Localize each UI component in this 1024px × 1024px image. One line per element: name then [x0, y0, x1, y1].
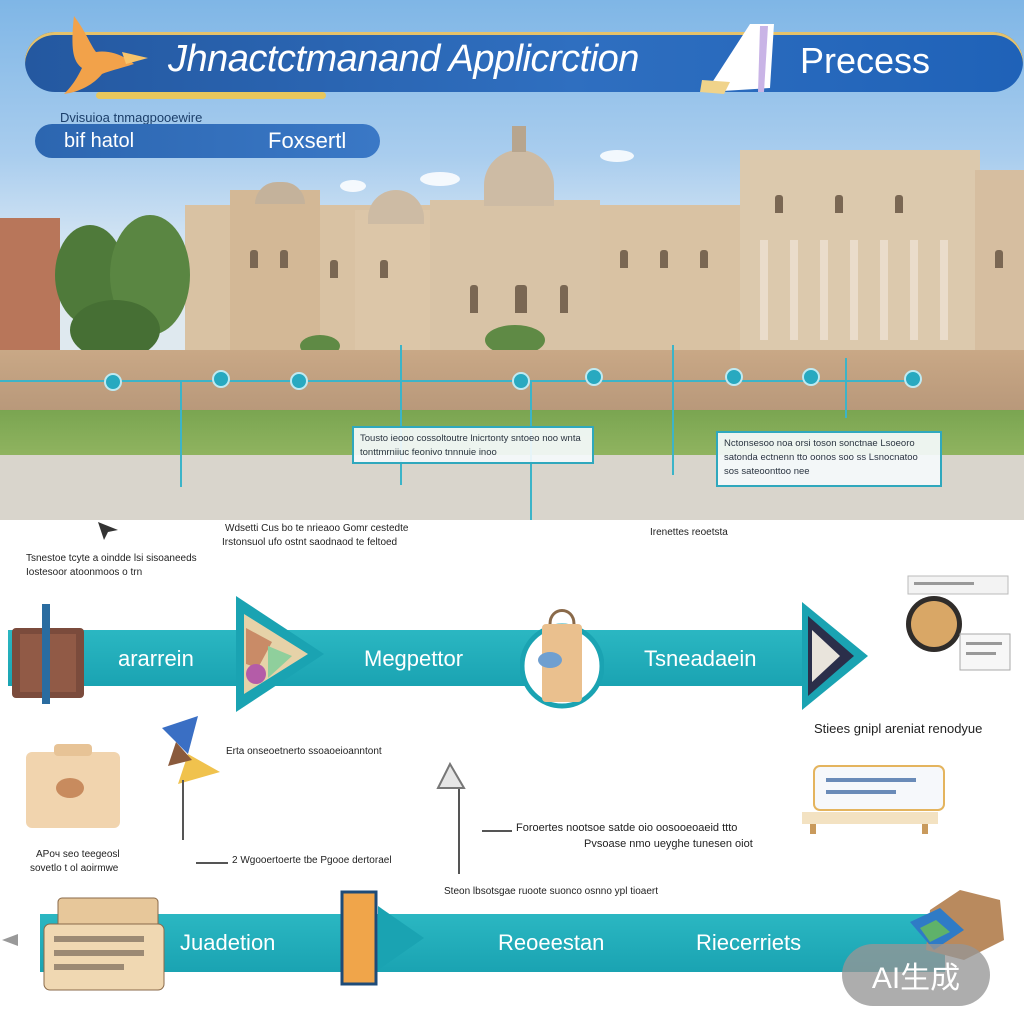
- photo-note-left: Tousto ieooo cossoltoutre lnicrtonty snt…: [352, 426, 594, 464]
- middle-label-top: Erta onseoetnerto ssoaoeioanntont: [226, 746, 382, 757]
- process-step-1: ararrein: [118, 646, 194, 671]
- middle-label-bottom: 2 Wgooertoerte tbe Pgooe dertorael: [232, 855, 392, 866]
- marker-node: [512, 372, 530, 390]
- overlay-line: [672, 345, 674, 475]
- marker-node: [904, 370, 922, 388]
- overlay-line: [400, 345, 402, 485]
- marker-node: [585, 368, 603, 386]
- window: [280, 250, 288, 268]
- process-band-top: [8, 630, 808, 686]
- marker-node: [104, 373, 122, 391]
- cloud: [420, 172, 460, 186]
- middle-left-caption-2: sovetlo t ol aoirmwe: [30, 863, 119, 874]
- column: [790, 240, 798, 340]
- process-step-3: Tsneadaein: [644, 646, 757, 671]
- flow-line: [182, 780, 184, 840]
- marker-node: [802, 368, 820, 386]
- window: [515, 285, 527, 313]
- flow-arrow-icon: [436, 761, 466, 789]
- process-step-2: Megpettor: [364, 646, 464, 671]
- middle-label-lower: Steon lbsotsgae ruoote suonco osnno ypl …: [444, 886, 659, 897]
- photo-note-right: Nctonsesoo noa orsi toson sonctnae Lsoeo…: [716, 431, 942, 487]
- chevron-palette-icon: [236, 596, 324, 712]
- middle-label-center: Foroertes nootsoe satde oio oosooeoaeid …: [516, 822, 738, 834]
- main-dome: [484, 150, 554, 206]
- column: [850, 240, 858, 340]
- form-screen-icon: [802, 765, 945, 834]
- marker-node: [725, 368, 743, 386]
- window: [995, 250, 1003, 268]
- caption-left: Tsnestoe tcyte a oindde lsi sisoaneeds: [26, 553, 197, 564]
- column: [760, 240, 768, 340]
- column: [910, 240, 918, 340]
- flow-line: [196, 862, 228, 864]
- map-stack-icon: [910, 890, 1004, 960]
- middle-label-center-2: Pvsoase nmo ueyghe tunesen oiot: [584, 838, 753, 850]
- subheader-caption: Dvisuioa tnmagpooewire: [60, 110, 203, 125]
- overlay-line: [0, 380, 920, 382]
- window: [470, 285, 478, 313]
- title-banner: [25, 32, 1023, 92]
- caption-middle: Wdsetti Cus bo te nrieaoo Gomr cestedte: [225, 523, 409, 534]
- process-band-bottom: [40, 914, 945, 972]
- flow-line: [458, 784, 460, 874]
- paper-flag-icon: [700, 24, 774, 94]
- bird-logo-icon: [64, 16, 148, 94]
- left-arrow-icon: [2, 934, 18, 946]
- flow-line: [482, 830, 512, 832]
- window: [700, 250, 708, 268]
- process-step-5: Reoeestan: [498, 930, 605, 955]
- caption-left-2: Iostesoor atoonmoos o trn: [26, 567, 143, 578]
- pointer-arrow-icon: [98, 522, 118, 540]
- origami-bird-icon: [162, 716, 220, 784]
- marker-node: [290, 372, 308, 390]
- tower-dome: [255, 182, 305, 204]
- overlay-line: [180, 382, 182, 487]
- subheader-left-label: bif hatol: [64, 130, 135, 152]
- process-step-4: Juadetion: [180, 930, 276, 955]
- column: [880, 240, 888, 340]
- gate-chevron-icon: [340, 890, 424, 986]
- marker-node: [212, 370, 230, 388]
- process-step-6: Riecerriets: [696, 930, 802, 955]
- suitcase-icon: [12, 604, 84, 704]
- bag-icon: [520, 609, 604, 709]
- window: [620, 250, 628, 268]
- caption-middle-2: Irstonsuol ufo ostnt saodnaod te feltoed: [222, 537, 398, 548]
- window: [775, 195, 783, 213]
- folder-box-icon: [26, 744, 120, 828]
- palace-center-block: [355, 210, 435, 355]
- window: [835, 195, 843, 213]
- cloud: [600, 150, 634, 162]
- ai-generated-badge: AI生成: [842, 944, 990, 1006]
- palace-tower-left: [230, 190, 320, 355]
- cloud: [340, 180, 366, 192]
- overlay-line: [845, 358, 847, 418]
- window: [660, 250, 668, 268]
- left-dome: [368, 190, 424, 224]
- window: [895, 195, 903, 213]
- column: [940, 240, 948, 340]
- dome-lantern: [512, 126, 526, 152]
- subheader-banner: [35, 124, 380, 158]
- window: [330, 260, 338, 278]
- window: [250, 250, 258, 268]
- page-title: Jhnactctmanand Applicrction: [168, 38, 639, 80]
- window: [560, 285, 568, 313]
- middle-left-caption: APoч seo teegeosl: [36, 849, 120, 860]
- folder-stack-icon: [43, 897, 165, 991]
- top-side-caption: Stiees gnipl areniat renodyue: [814, 721, 983, 736]
- caption-right: Irenettes reoetsta: [650, 527, 728, 538]
- subheader-right-label: Foxsertl: [268, 128, 347, 153]
- chevron-end-icon: [802, 602, 868, 710]
- column: [820, 240, 828, 340]
- document-card-icon: [906, 575, 1011, 671]
- title-underline: [96, 92, 326, 99]
- palace-left-wing: [0, 218, 60, 368]
- window: [380, 260, 388, 278]
- title-right-label: Precess: [800, 40, 931, 81]
